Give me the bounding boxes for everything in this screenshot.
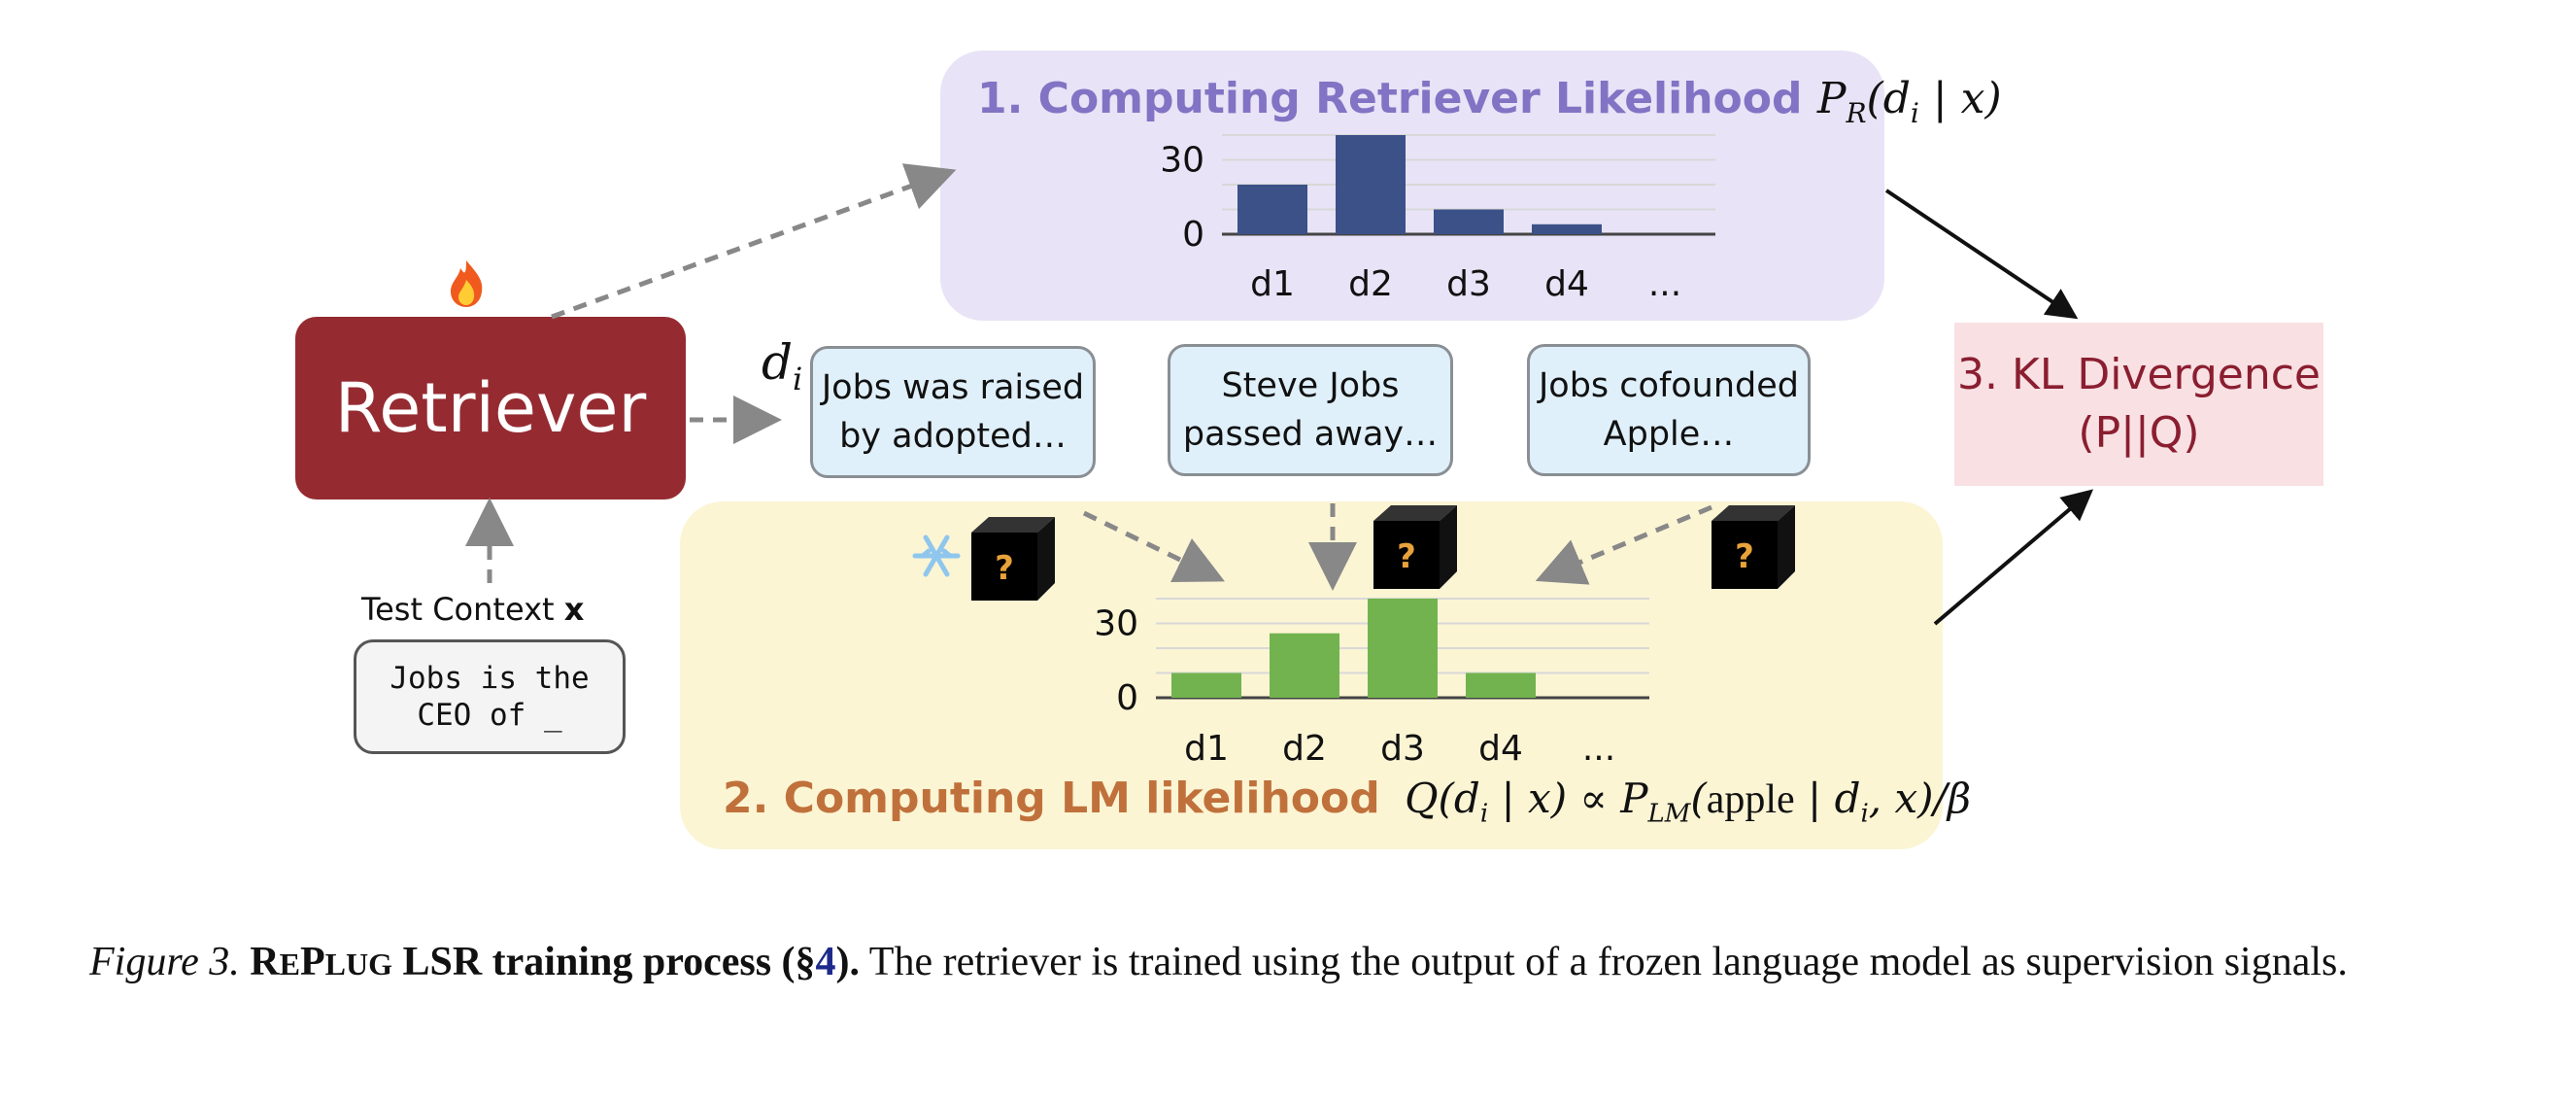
retriever-chart-category-label: d1 (1250, 264, 1295, 304)
lm-chart-category-label: d3 (1380, 729, 1425, 769)
retriever-chart-bar-d3 (1434, 209, 1504, 234)
lm-chart-y-tick-label: 0 (1116, 678, 1138, 718)
black-box-icon: ? (971, 517, 1055, 601)
kl-divergence-box: 3. KL Divergence (P||Q) (1954, 323, 2323, 486)
lm-chart-bar-d1 (1171, 672, 1241, 698)
svg-text:?: ? (1735, 537, 1754, 576)
lm-chart-category-label: d1 (1184, 729, 1229, 769)
retriever-chart-category-label: d2 (1348, 264, 1393, 304)
document-box-2: Steve Jobs passed away… (1168, 344, 1453, 476)
lm-chart-category-label: d2 (1282, 729, 1327, 769)
lm-likelihood-title-text: 2. Computing LM likelihood (723, 774, 1380, 823)
retriever-chart-bar-d1 (1237, 185, 1307, 234)
lm-chart-bar-d2 (1270, 633, 1339, 698)
caption-bold-title: REPLUG LSR training process (§4). (250, 940, 861, 984)
retriever-chart-bar-d2 (1336, 135, 1406, 234)
arrow-lm-likelihood-to-kl (1933, 489, 2094, 626)
arrow-doc3-to-lm (1535, 504, 1712, 585)
arrow-retriever-to-likelihood (551, 163, 957, 320)
lm-likelihood-title: 2. Computing LM likelihood Q(di | x) ∝ P… (723, 774, 1971, 828)
document-text-3: Jobs cofounded Apple… (1538, 366, 1800, 454)
retriever-likelihood-formula: PR(di | x) (1816, 74, 2002, 129)
test-context-box: Jobs is the CEO of _ (354, 639, 626, 754)
lm-likelihood-formula: Q(di | x) ∝ PLM(apple | di, x)/β (1405, 775, 1971, 829)
retriever-chart-bar-d4 (1532, 224, 1602, 234)
black-box-icon: ? (1373, 505, 1457, 589)
document-box-1: Jobs was raised by adopted… (810, 346, 1096, 478)
doc-variable-label: di (762, 334, 802, 397)
document-text-2: Steve Jobs passed away… (1182, 366, 1439, 454)
retriever-chart-category-label: ... (1648, 264, 1681, 304)
lm-chart-category-label: d4 (1478, 729, 1523, 769)
black-box-icon: ? (1712, 505, 1795, 589)
svg-text:?: ? (995, 549, 1014, 588)
document-text-1: Jobs was raised by adopted… (821, 368, 1085, 456)
retriever-chart-y-tick-label: 30 (1160, 141, 1204, 181)
retriever-likelihood-title-text: 1. Computing Retriever Likelihood (977, 74, 1803, 123)
kl-divergence-formula: (P||Q) (2078, 408, 2200, 458)
test-context-label-text: Test Context (361, 591, 555, 628)
lm-chart-bar-d3 (1368, 599, 1438, 698)
retriever-box: Retriever (295, 317, 686, 499)
retriever-chart-category-label: d4 (1544, 264, 1589, 304)
retriever-chart-y-tick-label: 0 (1182, 215, 1204, 255)
lm-chart-y-tick-label: 30 (1094, 604, 1138, 644)
test-context-var: x (563, 591, 585, 628)
caption-figure-label: Figure 3. (89, 940, 240, 984)
arrow-retriever-likelihood-to-kl (1884, 189, 2079, 320)
kl-divergence-title: 3. KL Divergence (1957, 350, 2321, 399)
retriever-chart-category-label: d3 (1446, 264, 1491, 304)
doc-variable: d (762, 334, 794, 391)
lm-likelihood-chart: 30 0 d1 d2 d3 d4... (1094, 598, 1649, 769)
test-context-label: Test Context x (361, 591, 584, 628)
retriever-likelihood-chart: 30 0 d1 d2 d3 d4... (1160, 134, 1715, 304)
lm-chart-category-label: ... (1582, 729, 1615, 769)
arrow-doc1-to-lm (1082, 510, 1225, 583)
snowflake-icon (912, 534, 961, 577)
doc-variable-sub: i (793, 361, 803, 397)
figure-caption: Figure 3. REPLUG LSR training process (§… (89, 935, 2557, 991)
svg-text:?: ? (1397, 537, 1416, 576)
retriever-likelihood-title: 1. Computing Retriever Likelihood PR(di … (977, 74, 2002, 129)
lm-chart-bar-d4 (1466, 672, 1536, 698)
caption-text: The retriever is trained using the outpu… (868, 940, 2348, 984)
fire-icon (451, 260, 483, 307)
document-box-3: Jobs cofounded Apple… (1527, 344, 1811, 476)
caption-section-ref[interactable]: 4 (815, 940, 836, 984)
